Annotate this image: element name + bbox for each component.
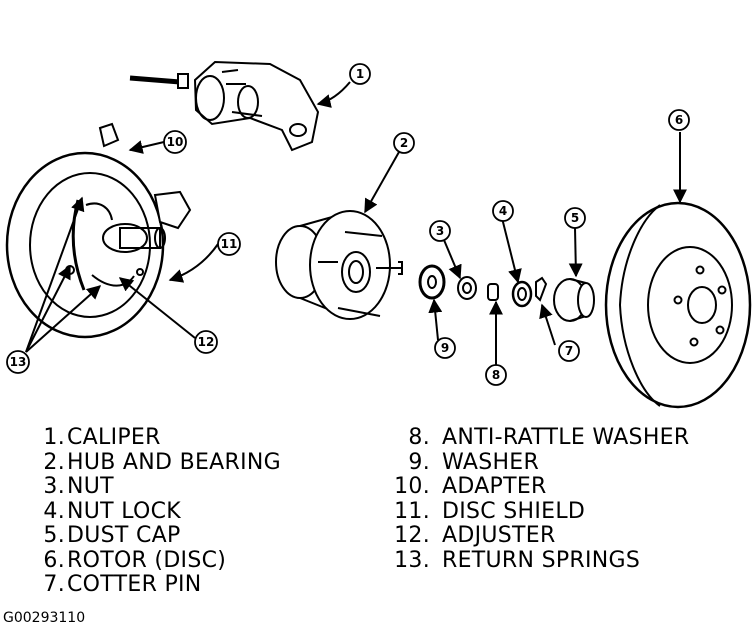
callout-11-circle	[217, 232, 241, 256]
legend-number: 6.	[43, 547, 65, 573]
callout-2-circle	[393, 132, 415, 154]
callout-3-circle	[429, 220, 451, 242]
legend-number: 5.	[43, 523, 65, 548]
legend-number: 8.	[408, 425, 430, 450]
callout-12-circle	[194, 330, 218, 354]
legend-item: 13. RETURN SPRINGS	[386, 547, 689, 574]
callout-5-circle	[564, 207, 586, 229]
callout-4-circle	[492, 200, 514, 222]
legend-label: ADJUSTER	[442, 523, 556, 548]
callout-11-label: 11	[221, 237, 238, 251]
callout-7-label: 7	[565, 344, 573, 358]
legend-item: 4.NUT LOCK	[30, 498, 281, 525]
callout-10-circle	[163, 130, 187, 154]
callout-12-label: 12	[198, 335, 215, 349]
callout-6-label: 6	[675, 113, 683, 127]
legend-item: 9. WASHER	[386, 449, 689, 476]
anti-rattle-washer-part	[487, 283, 499, 301]
legend-number: 7.	[43, 572, 65, 597]
disc-shield-part	[5, 122, 192, 339]
legend-label: ADAPTER	[442, 474, 547, 499]
callout-9-label: 9	[441, 341, 449, 355]
legend-label: COTTER PIN	[67, 572, 202, 597]
callout-2-label: 2	[400, 136, 408, 150]
callout-13-circle	[6, 350, 30, 374]
legend-item: 7.COTTER PIN	[30, 572, 281, 598]
caliper-part	[129, 60, 320, 152]
legend-label: WASHER	[442, 449, 540, 475]
callout-5-label: 5	[571, 211, 579, 225]
legend-number: 10.	[394, 474, 430, 499]
callout-1-circle	[349, 63, 371, 85]
callout-circles	[6, 63, 690, 386]
legend-label: DISC SHIELD	[442, 498, 586, 524]
callout-13-label: 13	[10, 355, 27, 369]
legend-item: 10. ADAPTER	[386, 474, 689, 500]
cotter-pin-part	[535, 276, 548, 302]
legend-item: 11. DISC SHIELD	[386, 498, 689, 525]
legend-item: 8. ANTI-RATTLE WASHER	[386, 425, 690, 451]
legend-left-column: 1.CALIPER 2.HUB AND BEARING 3.NUT 4.NUT …	[30, 425, 281, 598]
callout-1-label: 1	[356, 67, 364, 81]
dust-cap-part	[553, 278, 595, 322]
legend-number: 9.	[408, 449, 430, 475]
legend-label: NUT	[67, 474, 114, 499]
legend-label: CALIPER	[67, 425, 161, 450]
legend-item: 2.HUB AND BEARING	[30, 449, 281, 476]
legend-item: 3.NUT	[30, 474, 281, 500]
callout-8-circle	[485, 364, 507, 386]
nut-part	[457, 276, 477, 300]
rotor-part	[604, 201, 752, 409]
legend-label: DUST CAP	[67, 523, 181, 548]
legend-label: ANTI-RATTLE WASHER	[442, 425, 690, 450]
legend-item: 5.DUST CAP	[30, 523, 281, 549]
legend-label: HUB AND BEARING	[67, 449, 281, 475]
legend-label: RETURN SPRINGS	[442, 547, 641, 573]
legend-right-column: 8. ANTI-RATTLE WASHER 9. WASHER 10. ADAPTER…	[386, 425, 690, 574]
washer-part	[418, 264, 446, 300]
callout-8-label: 8	[492, 368, 500, 382]
legend-item: 1.CALIPER	[30, 425, 281, 451]
exploded-brake-diagram: 1 2 3 4 5 6 7 8 9 10 11 12 13	[5, 60, 752, 409]
legend-number: 11.	[394, 498, 430, 524]
legend-item: 12. ADJUSTER	[386, 523, 689, 549]
nut-lock-part	[511, 280, 533, 308]
legend-number: 3.	[43, 474, 65, 499]
callout-7-circle	[558, 340, 580, 362]
legend-label: NUT LOCK	[67, 498, 181, 524]
callout-3-label: 3	[436, 224, 444, 238]
callout-6-circle	[668, 109, 690, 131]
figure-code: G00293110	[3, 610, 86, 626]
legend-number: 2.	[43, 449, 65, 475]
legend-number: 1.	[43, 425, 65, 450]
legend-label: ROTOR (DISC)	[67, 547, 227, 573]
callout-arrows	[25, 81, 687, 366]
callout-4-label: 4	[499, 204, 507, 218]
callout-10-label: 10	[167, 135, 184, 149]
legend-number: 4.	[43, 498, 65, 524]
legend-item: 6.ROTOR (DISC)	[30, 547, 281, 574]
legend-number: 12.	[394, 523, 430, 548]
hub-bearing-part	[275, 210, 403, 320]
legend-number: 13.	[394, 547, 430, 573]
callout-9-circle	[434, 337, 456, 359]
